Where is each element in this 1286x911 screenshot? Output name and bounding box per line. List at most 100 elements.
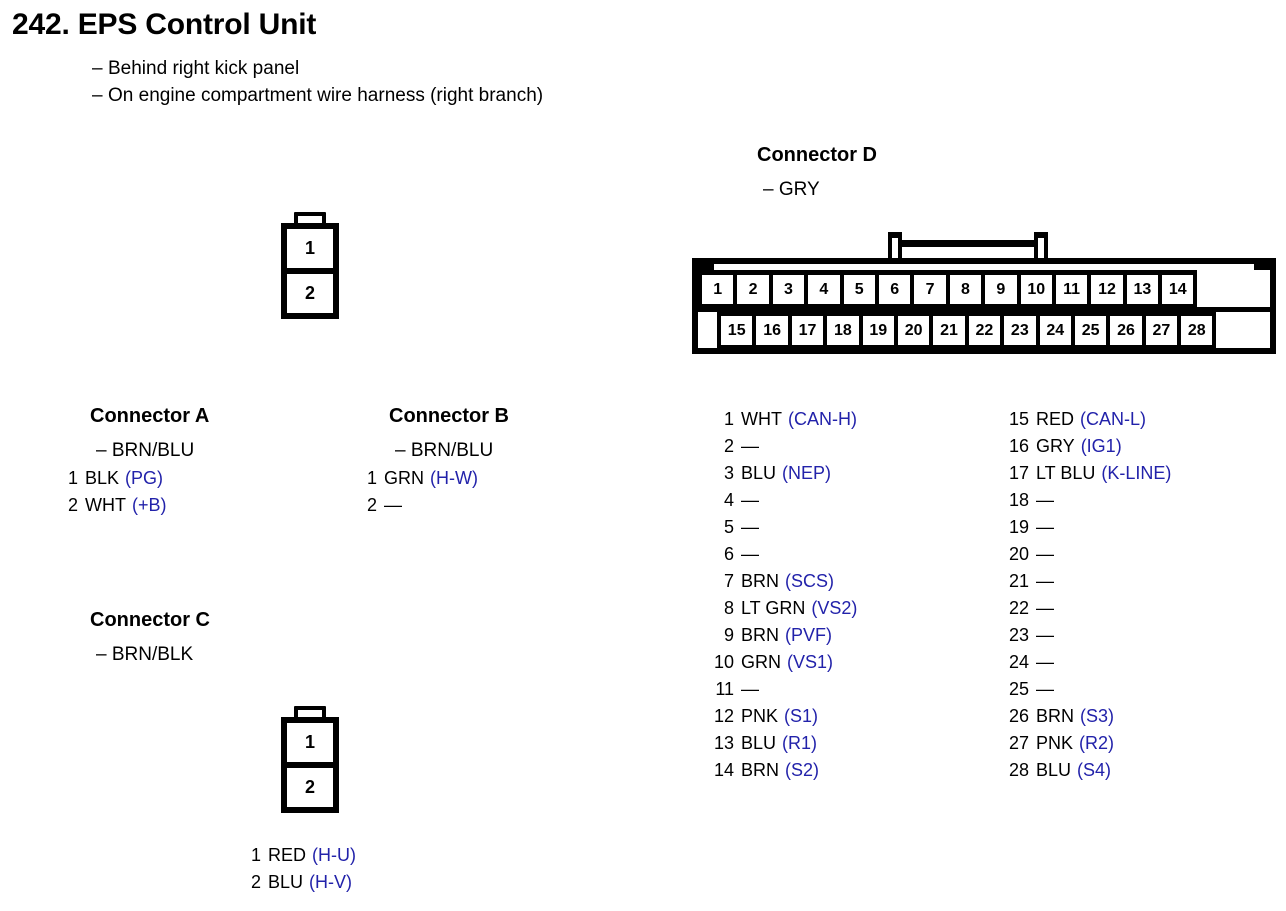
connector-a-pinlist: 1 BLK (PG) 2 WHT (+B): [66, 468, 167, 522]
pin-cell: 13: [1122, 270, 1163, 308]
pin-wire-color: —: [741, 517, 759, 537]
pin-number: 4: [723, 490, 734, 510]
connector-latch-icon: [294, 706, 326, 717]
pin-wire-color: WHT: [85, 495, 126, 515]
pin-wire-color: —: [1036, 571, 1054, 591]
pin-cell: 2: [733, 270, 773, 308]
pin-cell: 17: [787, 311, 828, 349]
pin-signal: (PG): [125, 468, 164, 488]
pin-row: 1 GRN (H-W): [365, 468, 478, 495]
pin-row: 28 BLU(S4): [1007, 760, 1171, 787]
pin-number: 21: [1008, 571, 1029, 591]
pin-signal: (+B): [131, 495, 167, 515]
pin-number: 19: [1008, 517, 1029, 537]
pin-cell: 19: [858, 311, 898, 349]
pin-signal: (SCS): [785, 571, 835, 591]
pin-wire-color: BLK: [85, 468, 120, 488]
pin-signal: (K-LINE): [1101, 463, 1172, 483]
pin-signal: (H-U): [312, 845, 356, 865]
connector-latch-icon: [294, 212, 326, 223]
pin-cell: 28: [1177, 311, 1217, 349]
pin-cell: 15: [717, 311, 757, 349]
pin-signal: (NEP): [782, 463, 832, 483]
connector-a-color: – BRN/BLU: [96, 440, 195, 461]
pin-wire-color: RED: [1036, 409, 1075, 429]
connector-ab-symbol: 1 2: [281, 212, 339, 319]
pin-number: 7: [723, 571, 734, 591]
pin-row: 21 —: [1007, 571, 1171, 598]
pin-signal: (PVF): [785, 625, 833, 645]
pin-cell: 4: [804, 270, 844, 308]
latch-bar: [898, 240, 1038, 247]
dash-bullet-icon: –: [92, 85, 103, 106]
pin-number: 2: [250, 872, 261, 892]
pin-row: 18 —: [1007, 490, 1171, 517]
pin-number: 13: [713, 733, 734, 753]
pin-number: 25: [1008, 679, 1029, 699]
pin-row: 6—: [712, 544, 857, 571]
pin-number: 6: [723, 544, 734, 564]
pin-wire-color: WHT: [741, 409, 782, 429]
pin-cell: 27: [1141, 311, 1182, 349]
pin-wire-color: GRN: [384, 468, 424, 488]
pin-wire-color: —: [1036, 544, 1054, 564]
pin-number: 28: [1008, 760, 1029, 780]
connector-pin-cell: 2: [281, 271, 339, 319]
pin-cell: 1: [698, 270, 738, 308]
pin-cell-blank: [698, 311, 717, 349]
pin-wire-color: BLU: [1036, 760, 1072, 780]
pin-cell: 12: [1087, 270, 1127, 308]
pin-number: 8: [723, 598, 734, 618]
connector-d-row-divider: [698, 307, 1270, 312]
pin-row: 11—: [712, 679, 857, 706]
pin-cell: 25: [1070, 311, 1111, 349]
pin-cell: 14: [1158, 270, 1198, 308]
pin-wire-color: BRN: [741, 760, 780, 780]
location-notes: –Behind right kick panel –On engine comp…: [92, 55, 543, 109]
connector-d-bottom-row: 15 16 17 18 19 20 21 22 23 24 25 26 27 2…: [698, 311, 1217, 349]
latch-post-right: [1034, 232, 1048, 264]
pin-wire-color: —: [741, 490, 759, 510]
connector-pin-cell: 1: [281, 717, 339, 765]
pin-number: 12: [713, 706, 734, 726]
pin-number: 1: [250, 845, 261, 865]
pin-signal: (S4): [1077, 760, 1112, 780]
connector-c-heading: Connector C: [90, 609, 210, 631]
pin-signal: (S3): [1080, 706, 1115, 726]
location-note-text: Behind right kick panel: [108, 58, 300, 79]
pin-row: 25—: [1007, 679, 1171, 706]
connector-pin-cell: 2: [281, 765, 339, 813]
pin-wire-color: BLU: [741, 463, 777, 483]
pin-signal: (CAN-H): [787, 409, 857, 429]
pin-cell: 22: [964, 311, 1005, 349]
pin-row: 23—: [1007, 625, 1171, 652]
pin-cell: 10: [1016, 270, 1056, 308]
pin-row: 2—: [712, 436, 857, 463]
connector-d-body: 1 2 3 4 5 6 7 8 9 10 11 12 13 14 15 16 1…: [692, 258, 1276, 354]
pin-number: 17: [1008, 463, 1029, 483]
location-note-text: On engine compartment wire harness (righ…: [108, 85, 544, 106]
connector-d-heading: Connector D: [757, 144, 877, 166]
pin-wire-color: —: [741, 679, 759, 699]
connector-latch-icon: [888, 232, 1048, 264]
pin-wire-color: —: [1036, 598, 1054, 618]
pin-wire-color: —: [1036, 652, 1054, 672]
pin-number: 15: [1008, 409, 1029, 429]
pin-wire-color: —: [741, 436, 759, 456]
pin-wire-color: GRN: [741, 652, 781, 672]
pin-number: 18: [1008, 490, 1029, 510]
pin-cell: 5: [839, 270, 879, 308]
pin-number: 26: [1008, 706, 1029, 726]
pin-number: 24: [1008, 652, 1029, 672]
pin-wire-color: —: [1036, 490, 1054, 510]
connector-b-heading: Connector B: [389, 405, 509, 427]
